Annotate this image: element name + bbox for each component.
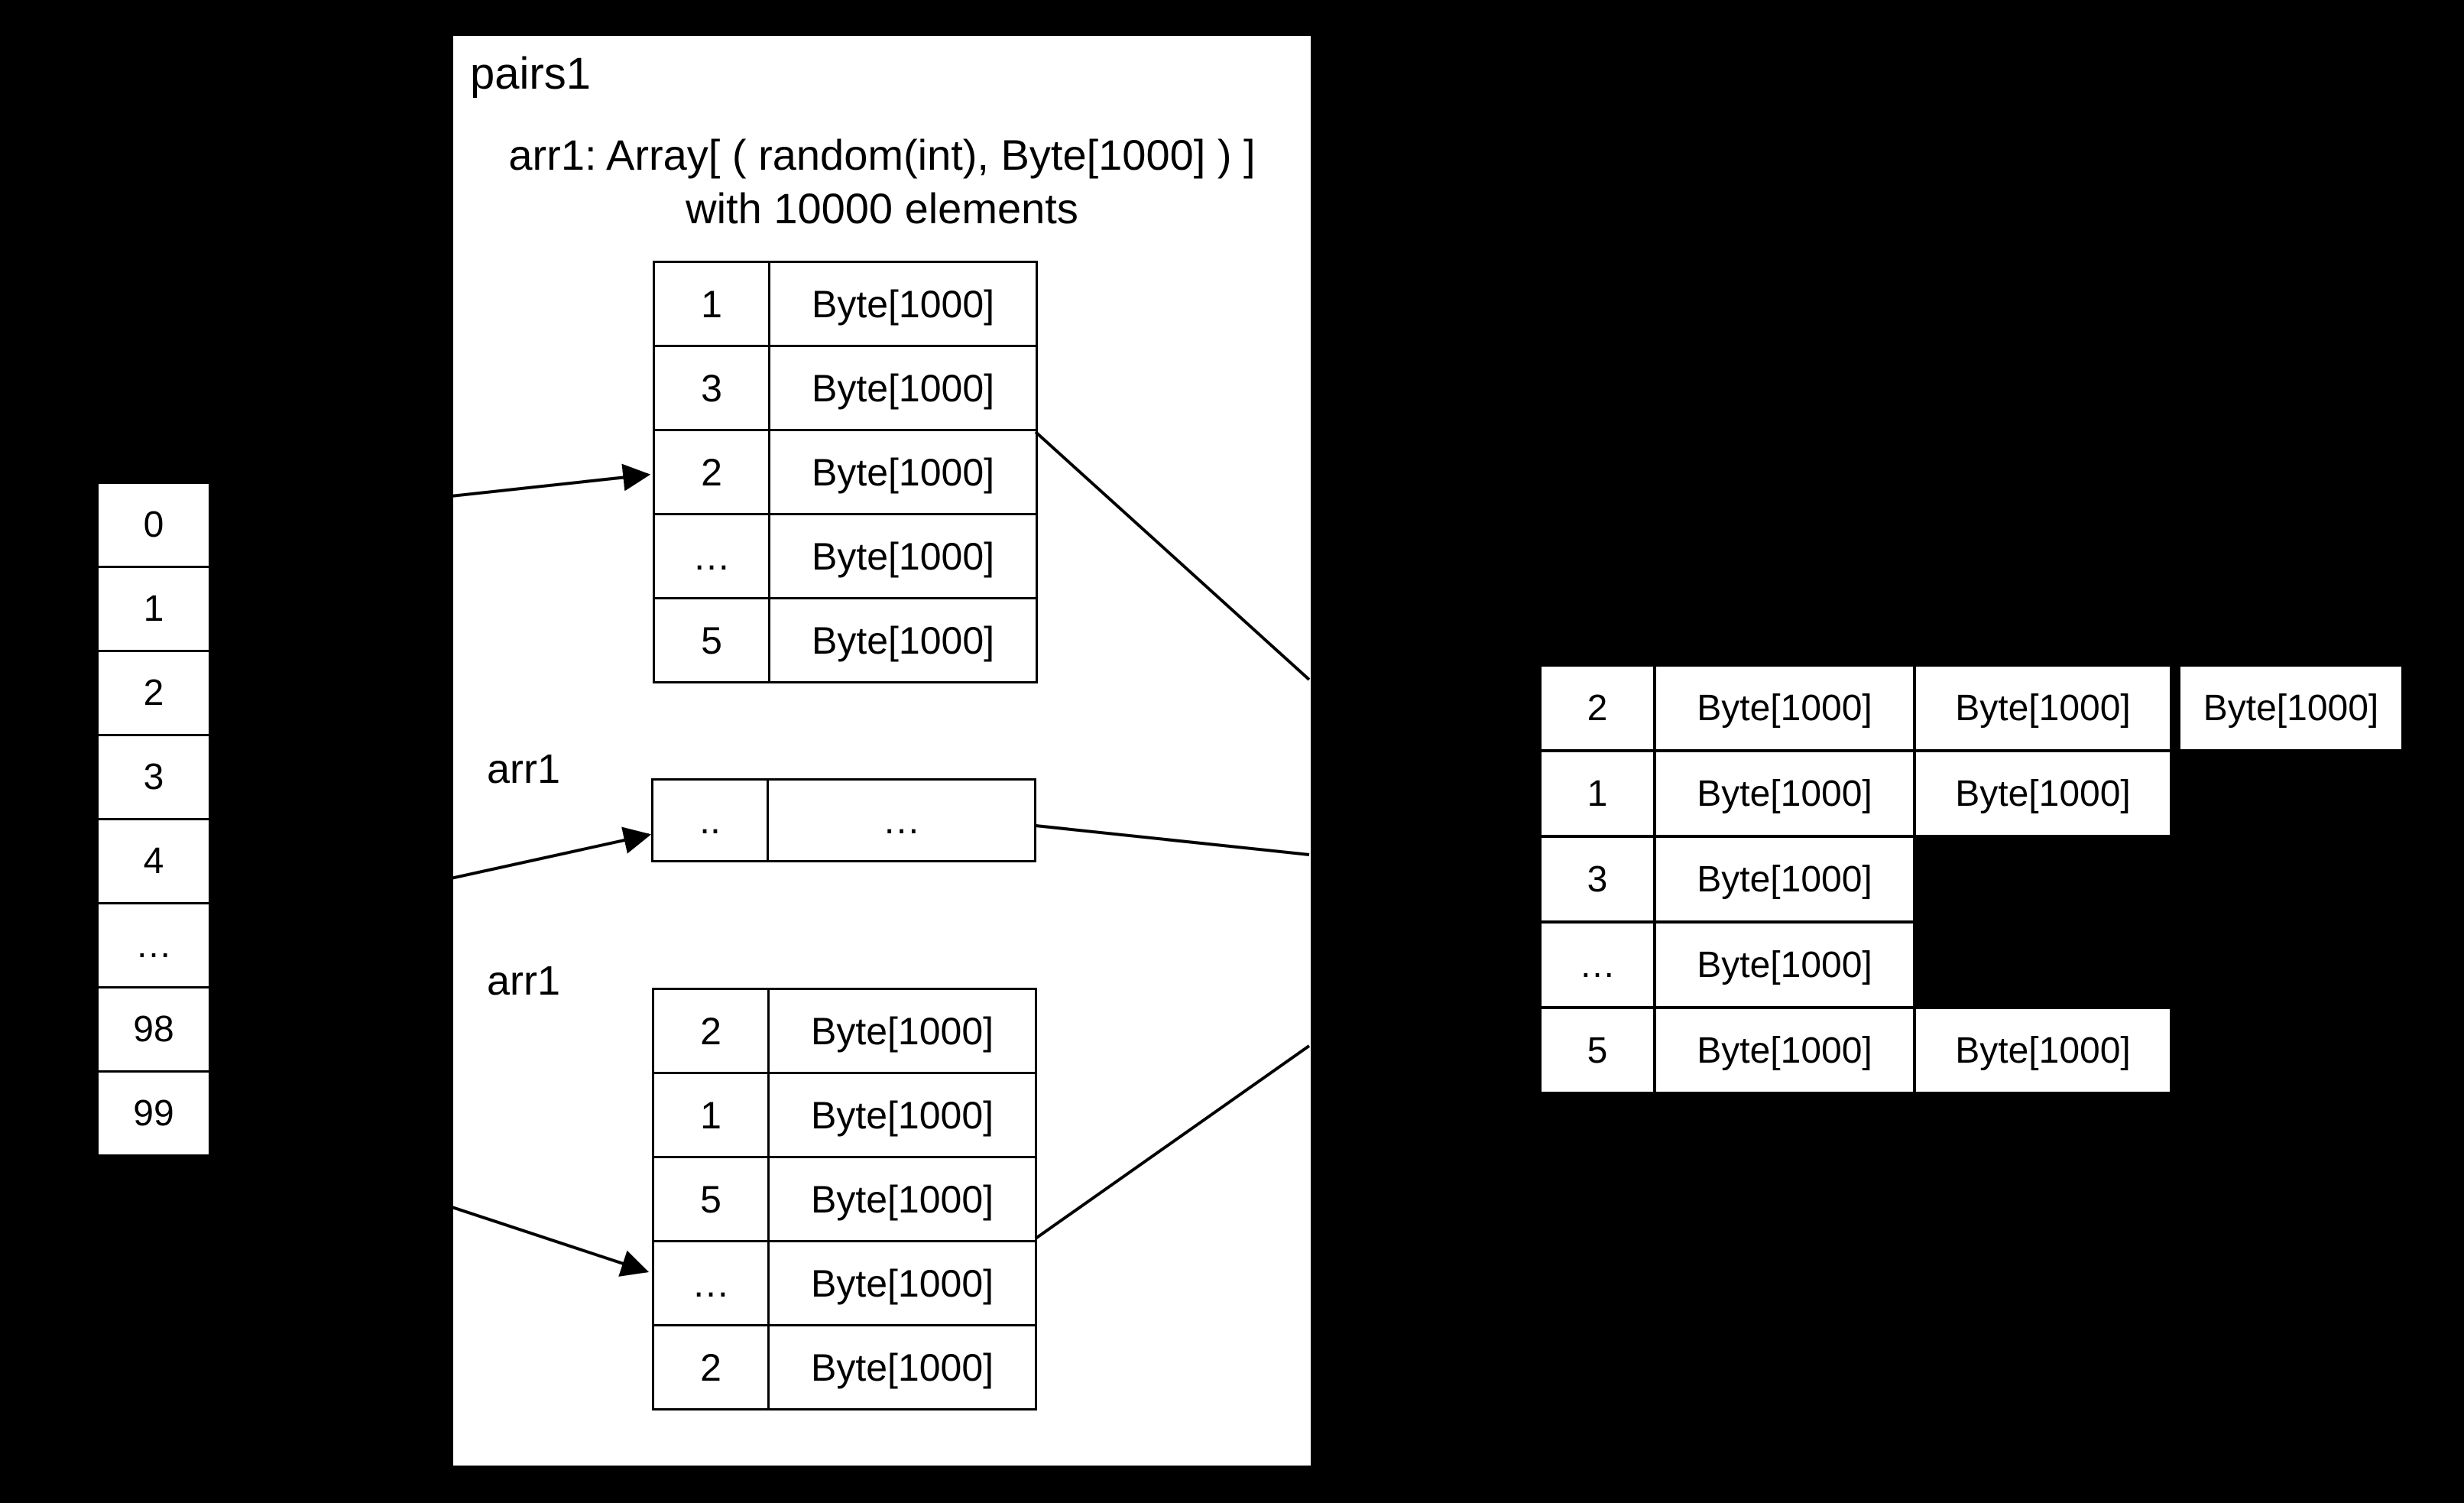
arr1-label-bottom: arr1 bbox=[487, 958, 561, 1004]
grouped-row: … Byte[1000] bbox=[1538, 920, 2404, 1009]
partition-table-mid: .. … bbox=[651, 778, 1036, 862]
grouped-row: 3 Byte[1000] bbox=[1538, 835, 2404, 924]
group-key-cell: 2 bbox=[1538, 664, 1656, 752]
panel-subtitle: arr1: Array[ ( random(int), Byte[1000] )… bbox=[453, 128, 1311, 235]
value-cell: Byte[1000] bbox=[770, 1074, 1035, 1156]
value-cell-ellipsis: … bbox=[769, 781, 1034, 860]
partition-index-cell: 3 bbox=[99, 736, 209, 818]
value-cell: Byte[1000] bbox=[770, 990, 1035, 1072]
group-key-cell-ellipsis: … bbox=[1538, 920, 1656, 1009]
grouped-result-table: 2 Byte[1000] Byte[1000] Byte[1000] 1 Byt… bbox=[1538, 664, 2404, 1095]
group-value-cell: Byte[1000] bbox=[1653, 1006, 1916, 1095]
partition-index-cell-ellipsis: … bbox=[99, 904, 209, 986]
group-value-cell: Byte[1000] bbox=[1653, 749, 1916, 838]
group-value-cell: Byte[1000] bbox=[1653, 835, 1916, 924]
value-cell: Byte[1000] bbox=[770, 1326, 1035, 1408]
pairs1-panel: pairs1 arr1: Array[ ( random(int), Byte[… bbox=[453, 36, 1311, 1466]
partition-index-cell: 99 bbox=[99, 1073, 209, 1154]
key-cell-ellipsis: … bbox=[654, 1242, 767, 1324]
group-key-cell: 1 bbox=[1538, 749, 1656, 838]
group-value-cell: Byte[1000] bbox=[1653, 920, 1916, 1009]
value-cell: Byte[1000] bbox=[770, 1242, 1035, 1324]
group-key-cell: 3 bbox=[1538, 835, 1656, 924]
key-cell: 1 bbox=[655, 263, 768, 345]
group-value-cell-detached: Byte[1000] bbox=[2177, 664, 2404, 752]
key-cell-ellipsis: … bbox=[655, 515, 768, 597]
partition-table-bottom: 2 Byte[1000] 1 Byte[1000] 5 Byte[1000] …… bbox=[652, 988, 1037, 1410]
subtitle-line-1: arr1: Array[ ( random(int), Byte[1000] )… bbox=[508, 131, 1256, 179]
partition-index-cell: 1 bbox=[99, 568, 209, 650]
panel-title: pairs1 bbox=[470, 49, 591, 99]
key-cell-ellipsis: .. bbox=[653, 781, 767, 860]
partition-index-array: 0 1 2 3 4 … 98 99 bbox=[99, 484, 209, 1154]
grouped-row: 5 Byte[1000] Byte[1000] bbox=[1538, 1006, 2404, 1095]
partition-index-cell: 0 bbox=[99, 484, 209, 566]
arr1-label-mid: arr1 bbox=[487, 746, 561, 792]
partition-index-cell: 4 bbox=[99, 820, 209, 902]
key-cell: 3 bbox=[655, 347, 768, 429]
partition-index-cell: 2 bbox=[99, 652, 209, 734]
group-value-cell: Byte[1000] bbox=[1913, 1006, 2173, 1095]
group-value-cell: Byte[1000] bbox=[1653, 664, 1916, 752]
key-cell: 5 bbox=[654, 1158, 767, 1240]
value-cell: Byte[1000] bbox=[770, 431, 1036, 513]
grouped-row: 1 Byte[1000] Byte[1000] bbox=[1538, 749, 2404, 838]
group-key-cell: 5 bbox=[1538, 1006, 1656, 1095]
value-cell: Byte[1000] bbox=[770, 1158, 1035, 1240]
key-cell: 2 bbox=[654, 1326, 767, 1408]
group-value-cell: Byte[1000] bbox=[1913, 664, 2173, 752]
partition-index-cell: 98 bbox=[99, 988, 209, 1070]
key-cell: 1 bbox=[654, 1074, 767, 1156]
key-cell: 2 bbox=[654, 990, 767, 1072]
key-cell: 2 bbox=[655, 431, 768, 513]
value-cell: Byte[1000] bbox=[770, 347, 1036, 429]
value-cell: Byte[1000] bbox=[770, 263, 1036, 345]
subtitle-line-2: with 10000 elements bbox=[686, 184, 1078, 232]
grouped-row: 2 Byte[1000] Byte[1000] Byte[1000] bbox=[1538, 664, 2404, 752]
partition-table-top: 1 Byte[1000] 3 Byte[1000] 2 Byte[1000] …… bbox=[653, 261, 1038, 683]
value-cell: Byte[1000] bbox=[770, 599, 1036, 681]
value-cell: Byte[1000] bbox=[770, 515, 1036, 597]
group-value-cell: Byte[1000] bbox=[1913, 749, 2173, 838]
key-cell: 5 bbox=[655, 599, 768, 681]
